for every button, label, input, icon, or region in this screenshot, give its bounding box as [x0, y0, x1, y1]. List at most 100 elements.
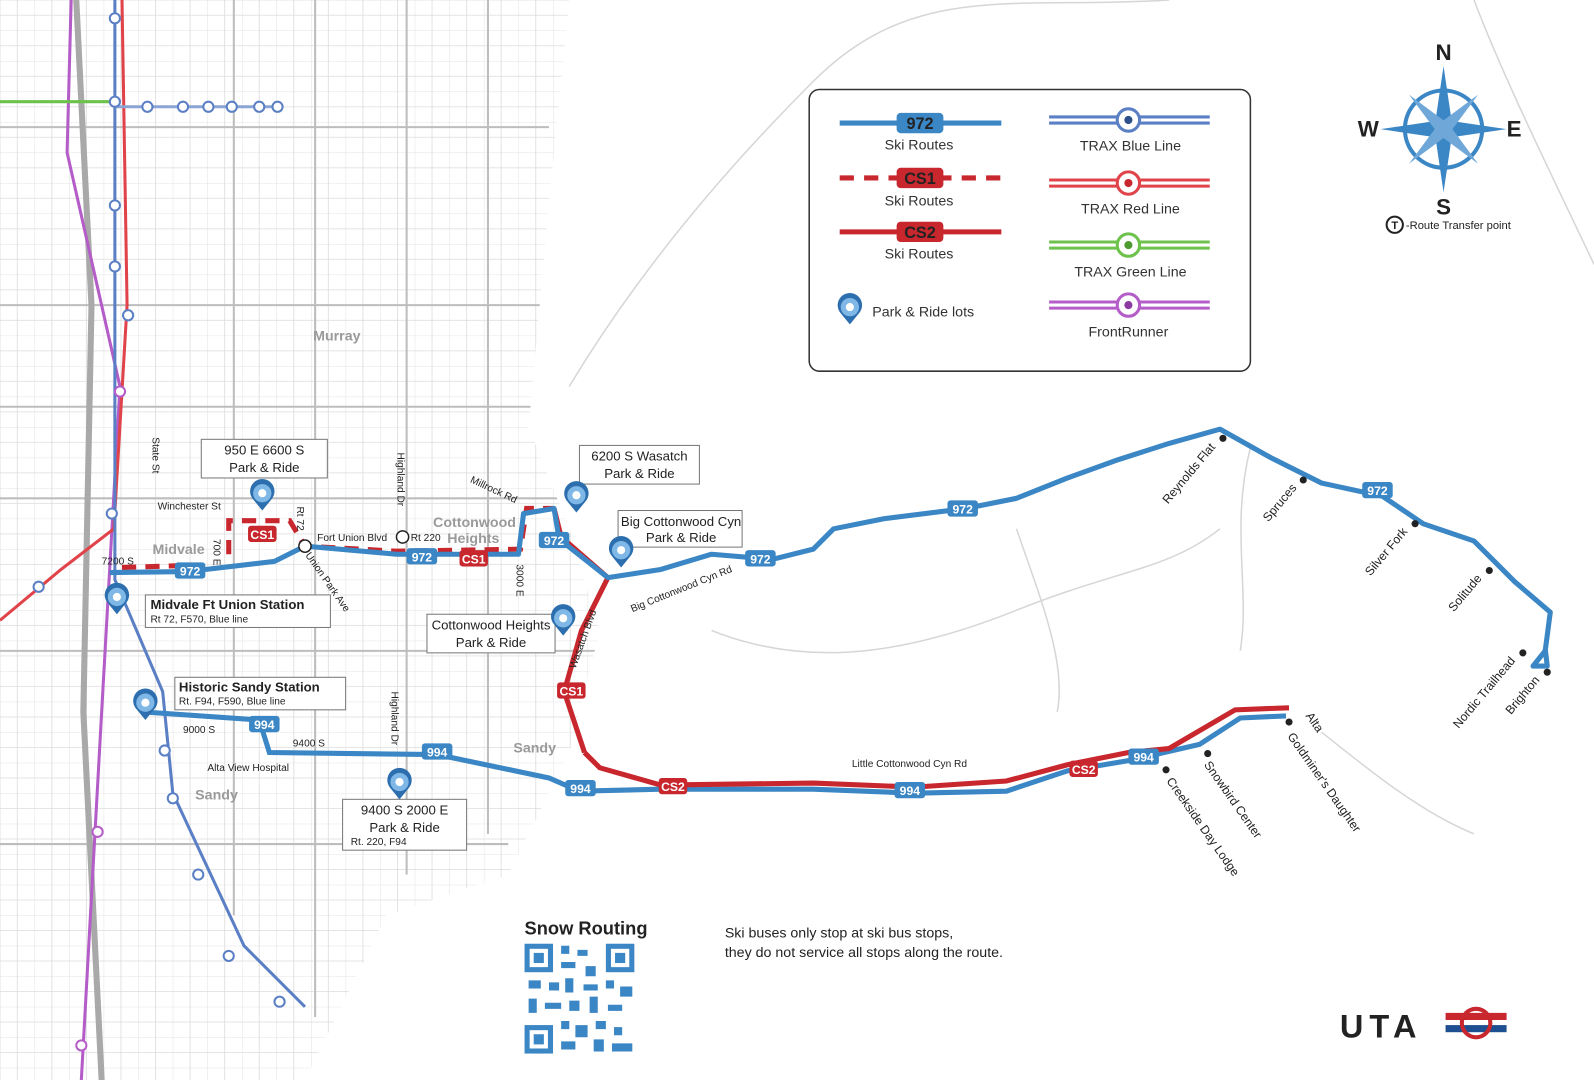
stop-label: Solitude — [1445, 571, 1484, 614]
notice-line-2: they do not service all stops along the … — [725, 945, 1003, 961]
street-label: Highland Dr — [388, 692, 399, 746]
street-label: Fort Union Blvd — [317, 533, 387, 544]
street-label: 9000 S — [183, 725, 215, 736]
transfer-point-icons — [298, 530, 410, 553]
legend-label: Ski Routes — [885, 193, 954, 209]
legend-label: Park & Ride lots — [872, 304, 974, 320]
rail-stations — [32, 12, 286, 1052]
route-994 — [142, 709, 1287, 796]
street-label: 9400 S — [293, 738, 325, 749]
route-cs2 — [582, 705, 1290, 790]
place-sandy: Sandy — [195, 787, 238, 803]
street-label: Rt 72 — [294, 506, 305, 531]
shield-972: 972 — [750, 552, 771, 566]
park-ride-title: Historic Sandy Station — [179, 680, 320, 695]
place-midvale: Midvale — [152, 542, 204, 558]
legend-shield-cs2: CS2 — [904, 224, 936, 242]
park-ride-title: Big Cottonwood Cyn — [621, 514, 741, 529]
place-sandy: Sandy — [513, 741, 556, 757]
shield-972: 972 — [1367, 484, 1388, 498]
legend-label: TRAX Green Line — [1074, 265, 1186, 281]
shield-cs1: CS1 — [559, 685, 583, 699]
shield-972: 972 — [953, 503, 974, 517]
shield-994: 994 — [254, 718, 275, 732]
legend-label: Ski Routes — [885, 137, 954, 153]
street-label: 700 E — [210, 539, 221, 566]
legend-label: TRAX Red Line — [1081, 202, 1180, 218]
shield-972: 972 — [544, 534, 565, 548]
legend-label: FrontRunner — [1088, 325, 1168, 341]
legend-label: TRAX Blue Line — [1080, 139, 1181, 155]
legend-shield-972: 972 — [906, 115, 933, 133]
park-ride-subtitle: Park & Ride — [229, 460, 299, 475]
park-ride-subtitle: Park & Ride — [456, 635, 526, 650]
park-ride-subtitle: Rt 72, F570, Blue line — [150, 614, 248, 625]
shield-cs2: CS2 — [661, 780, 685, 794]
shield-972: 972 — [180, 565, 201, 579]
park-ride-title: Cottonwood Heights — [432, 617, 551, 632]
stop-label: Reynolds Flat — [1160, 440, 1219, 507]
place-cottonwood: Cottonwood — [433, 515, 516, 531]
qr-code-icon[interactable] — [524, 943, 635, 1054]
park-ride-midvale: Midvale Ft Union Station Rt 72, F570, Blu… — [104, 582, 331, 628]
street-label: 3000 E — [513, 564, 524, 596]
place-heights: Heights — [447, 531, 499, 547]
park-ride-title: 6200 S Wasatch — [591, 449, 687, 464]
compass-n: N — [1435, 40, 1451, 65]
place-murray: Murray — [313, 329, 360, 345]
street-label: Little Cottonwood Cyn Rd — [852, 759, 967, 770]
compass-e: E — [1507, 116, 1522, 141]
stop-label: Goldminer's Daughter — [1285, 730, 1364, 835]
stop-label: Alta — [1303, 710, 1327, 735]
compass-rose-icon: N S W E — [1358, 40, 1522, 220]
street-label: Rt 220 — [411, 533, 441, 544]
street-label: 7200 S — [102, 556, 134, 567]
map-legend: 972 Ski Routes CS1 Ski Routes CS2 Ski Ro… — [808, 88, 1252, 372]
shield-994: 994 — [427, 746, 448, 760]
transfer-label: -Route Transfer point — [1406, 220, 1512, 232]
compass-s: S — [1436, 195, 1451, 220]
stop-label: Spruces — [1260, 481, 1299, 524]
street-label: Winchester St — [158, 501, 221, 512]
shield-cs1: CS1 — [462, 552, 486, 566]
park-ride-routes: Rt. 220, F94 — [351, 837, 407, 848]
transfer-symbol-icon: T — [1391, 220, 1398, 232]
park-ride-title: Midvale Ft Union Station — [150, 597, 304, 612]
uta-logo-text: UTA — [1340, 1008, 1423, 1044]
trax-blue-line — [113, 0, 307, 1008]
shield-cs2: CS2 — [1072, 763, 1096, 777]
park-ride-subtitle: Park & Ride — [604, 466, 674, 481]
stop-label: Brighton — [1503, 673, 1543, 717]
street-label: Alta View Hospital — [207, 763, 289, 774]
park-ride-labels: 950 E 6600 S Park & Ride 6200 S WasatchPa… — [104, 438, 743, 851]
route-shields: 972 972 972 972 972 972 994 994 994 994 … — [174, 482, 1393, 799]
legend-label: Ski Routes — [885, 246, 954, 262]
uta-logo: UTA — [1340, 1006, 1507, 1044]
transfer-legend: T -Route Transfer point — [1385, 215, 1512, 234]
street-label: State St — [149, 437, 160, 473]
shield-994: 994 — [1133, 751, 1154, 765]
notice-line-1: Ski buses only stop at ski bus stops, — [725, 926, 953, 942]
place-labels: Murray Midvale Cottonwood Heights Sandy … — [152, 329, 556, 804]
stop-label: Silver Fork — [1362, 524, 1411, 578]
park-ride-subtitle: Rt. F94, F590, Blue line — [179, 697, 286, 708]
shield-994: 994 — [900, 784, 921, 798]
compass-w: W — [1358, 116, 1380, 141]
park-ride-subtitle: Park & Ride — [646, 530, 716, 545]
street-label: Highland Dr — [394, 453, 405, 507]
park-ride-950e: 950 E 6600 S Park & Ride — [200, 438, 328, 511]
park-ride-subtitle: Park & Ride — [369, 820, 439, 835]
stop-label: Nordic Trailhead — [1450, 654, 1518, 731]
park-ride-title: 950 E 6600 S — [224, 443, 304, 458]
park-ride-title: 9400 S 2000 E — [361, 803, 449, 818]
legend-shield-cs1: CS1 — [904, 170, 936, 188]
shield-972: 972 — [412, 550, 433, 564]
terrain-lines — [568, 0, 1594, 835]
shield-cs1: CS1 — [250, 528, 274, 542]
